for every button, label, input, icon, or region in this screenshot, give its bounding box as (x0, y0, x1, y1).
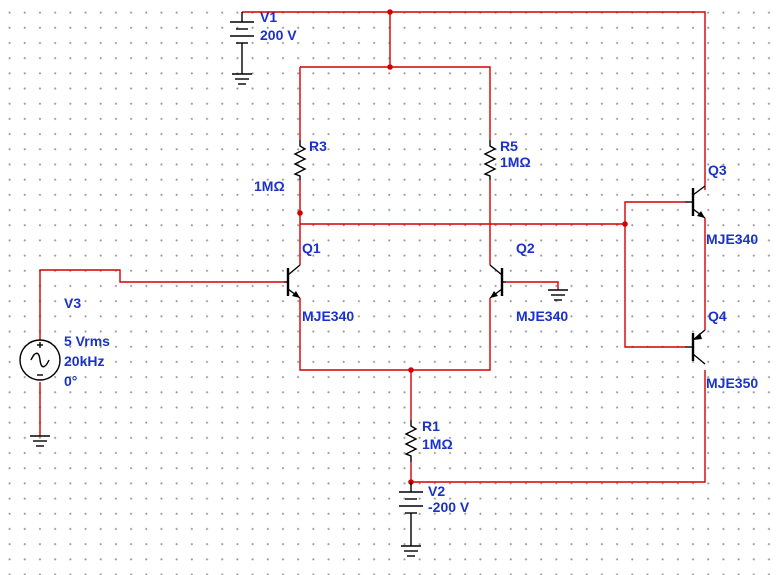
ground-icon (232, 73, 252, 85)
resistor-r5[interactable] (483, 140, 497, 180)
wire-q1-emitter[interactable] (299, 298, 491, 371)
dc-source-v2[interactable] (399, 482, 423, 546)
transistor-q4[interactable] (685, 329, 706, 365)
q2-name-label: Q2 (516, 240, 535, 256)
q3-name-label: Q3 (708, 162, 727, 178)
wire-r1-to-v2[interactable] (410, 370, 706, 483)
r1-value-label: 1MΩ (422, 436, 453, 452)
wire-q3q4-base-loop[interactable] (624, 201, 685, 348)
q2-model-label: MJE340 (516, 308, 568, 324)
v3-name-label: V3 (64, 295, 81, 311)
r3-value-label: 1MΩ (254, 178, 285, 194)
wire-q2-base-ground[interactable] (506, 281, 559, 290)
q4-name-label: Q4 (708, 308, 727, 324)
v3-amplitude-label: 5 Vrms (64, 333, 110, 349)
ground-icon (30, 435, 50, 447)
r5-name-label: R5 (500, 138, 518, 154)
junctions (297, 9, 628, 485)
ac-source-v3[interactable] (19, 339, 61, 381)
wires (39, 11, 706, 483)
r3-name-label: R3 (309, 138, 327, 154)
labels: V1 200 V V2 -200 V V3 5 Vrms 20kHz 0° R3… (64, 9, 758, 515)
q1-model-label: MJE340 (302, 308, 354, 324)
resistor-r1[interactable] (404, 420, 418, 462)
q1-name-label: Q1 (302, 240, 321, 256)
q3-model-label: MJE340 (706, 231, 758, 247)
v2-value-label: -200 V (428, 499, 470, 515)
junction-dot (622, 221, 628, 227)
wire-collector-rail[interactable] (300, 66, 491, 140)
junction-dot (387, 64, 393, 70)
v3-phase-label: 0° (64, 373, 77, 389)
transistor-q3[interactable] (685, 185, 706, 219)
q4-model-label: MJE350 (706, 375, 758, 391)
junction-dot (387, 9, 393, 15)
wire-v3-to-q1-base[interactable] (39, 269, 284, 340)
v1-name-label: V1 (260, 9, 277, 25)
wire-v1-top[interactable] (242, 11, 706, 190)
v2-name-label: V2 (428, 483, 445, 499)
resistor-r3[interactable] (293, 140, 307, 180)
ground-icon (548, 289, 568, 301)
r5-value-label: 1MΩ (500, 154, 531, 170)
v3-frequency-label: 20kHz (64, 353, 104, 369)
junction-dot (297, 210, 303, 216)
r1-name-label: R1 (422, 418, 440, 434)
v1-value-label: 200 V (260, 27, 297, 43)
transistor-q2[interactable] (489, 264, 506, 299)
junction-dot (408, 367, 414, 373)
transistor-q1[interactable] (284, 264, 301, 299)
ground-icon (401, 545, 421, 557)
dc-source-v1[interactable] (230, 12, 254, 74)
